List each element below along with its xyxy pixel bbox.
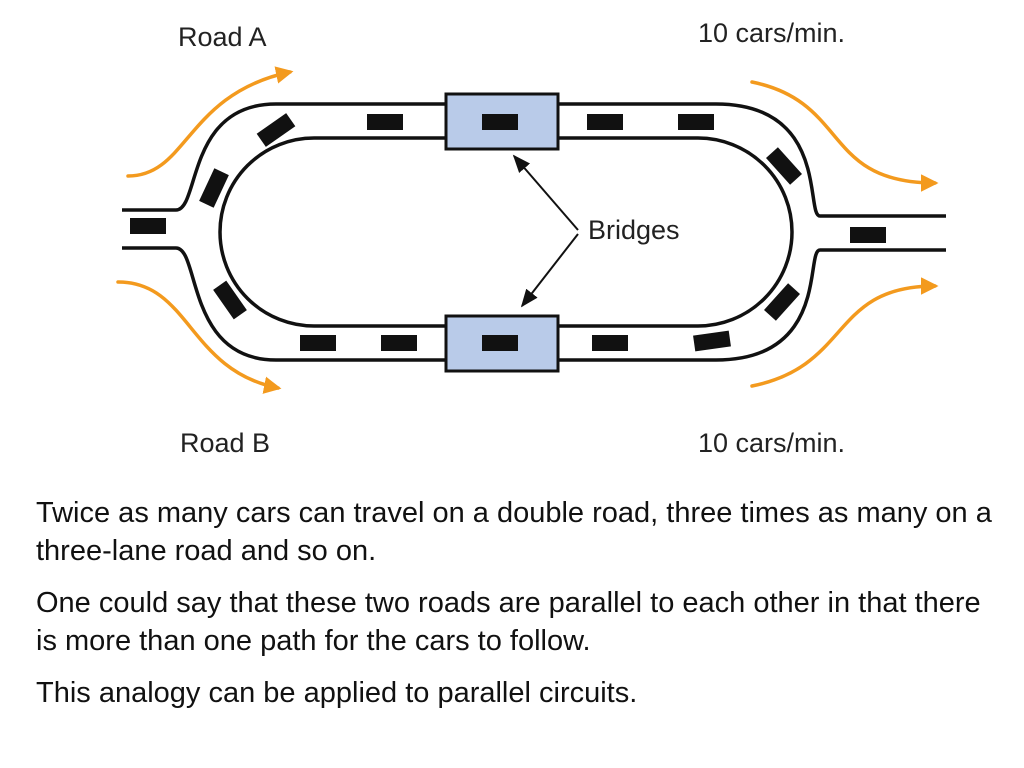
car-icon (482, 114, 518, 130)
flow-arrow-icon (750, 277, 939, 388)
bridges-label: Bridges (588, 215, 680, 245)
flow-arrows (116, 66, 939, 394)
car-icon (130, 218, 166, 234)
pointer-arrow-icon (520, 233, 579, 308)
flow-arrow-icon (750, 80, 939, 192)
car-icon (850, 227, 886, 243)
paragraph: This analogy can be applied to parallel … (36, 677, 638, 709)
bridge-pointers (512, 154, 579, 308)
car-icon (482, 335, 518, 351)
car-icon (678, 114, 714, 130)
flow-arrow-icon (116, 280, 282, 394)
car-icon (300, 335, 336, 351)
car-icon (199, 168, 229, 208)
road-inner-loop (218, 136, 794, 328)
parallel-roads-diagram: Road A Road B 10 cars/min. 10 cars/min. … (116, 18, 946, 458)
car-icon (693, 330, 731, 352)
car-icon (587, 114, 623, 130)
car-icon (213, 280, 247, 320)
car-icon (381, 335, 417, 351)
car-icon (592, 335, 628, 351)
paragraph: One could say that these two roads are p… (36, 587, 981, 657)
car-icon (256, 113, 296, 147)
car-icon (367, 114, 403, 130)
rate-top-label: 10 cars/min. (698, 18, 845, 48)
bridges (444, 92, 560, 373)
rate-bottom-label: 10 cars/min. (698, 428, 845, 458)
car-icon (764, 283, 800, 321)
flow-arrow-icon (126, 66, 294, 178)
pointer-arrow-icon (512, 154, 579, 231)
cars (130, 113, 886, 352)
road-a-label: Road A (178, 22, 267, 52)
road-b-label: Road B (180, 428, 270, 458)
paragraph: Twice as many cars can travel on a doubl… (36, 497, 992, 567)
car-icon (766, 147, 802, 185)
road-outer-top (122, 102, 946, 218)
explanation-text: Twice as many cars can travel on a doubl… (36, 494, 1006, 726)
